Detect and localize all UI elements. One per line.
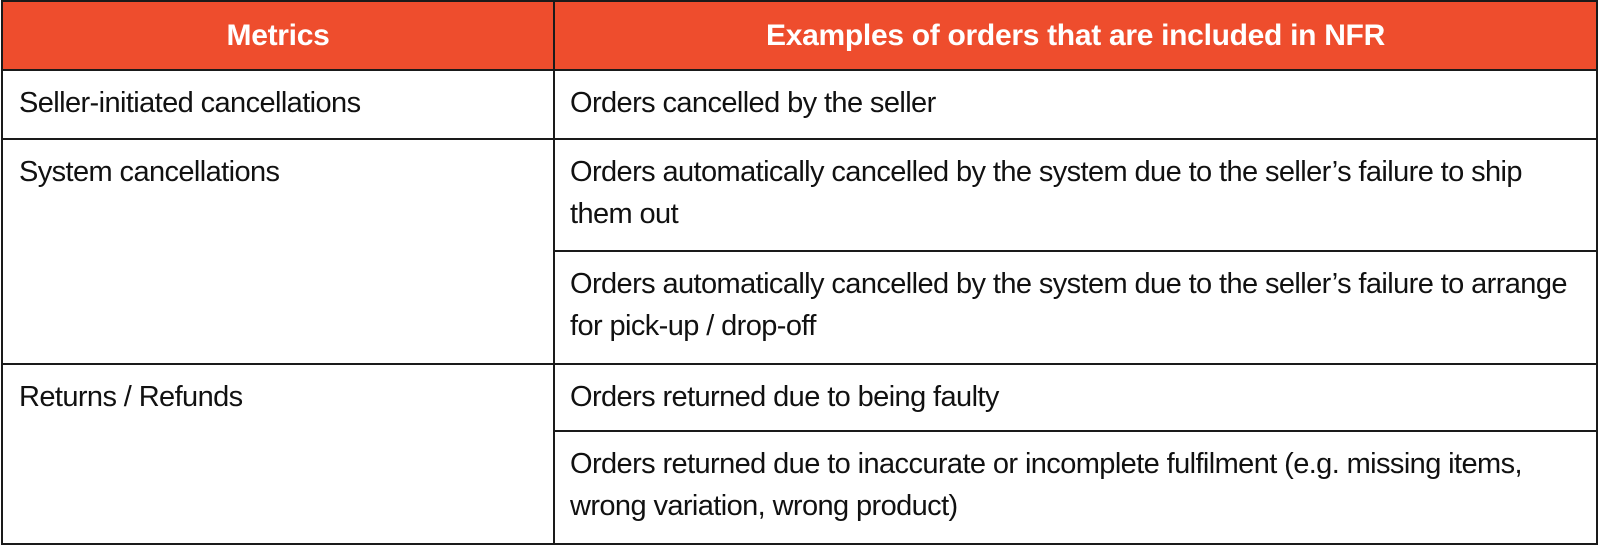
metric-seller-initiated-cancellations: Seller-initiated cancellations [1,69,555,140]
metric-returns-refunds: Returns / Refunds [1,363,555,545]
example-cell: Orders returned due to inaccurate or inc… [553,430,1598,545]
table-header-row: Metrics Examples of orders that are incl… [1,0,1598,71]
header-examples: Examples of orders that are included in … [553,0,1598,71]
example-cell: Orders automatically cancelled by the sy… [553,138,1598,252]
example-cell: Orders returned due to being faulty [553,363,1598,432]
example-cell: Orders cancelled by the seller [553,69,1598,140]
table-row: Returns / Refunds Orders returned due to… [1,363,1598,545]
table-row: Orders returned due to inaccurate or inc… [2,430,1598,545]
example-cell: Orders automatically cancelled by the sy… [553,250,1598,365]
table-row: Seller-initiated cancellations Orders ca… [1,69,1598,140]
table-row: System cancellations Orders automaticall… [1,138,1598,365]
metric-system-cancellations: System cancellations [1,138,555,365]
table-row: Orders automatically cancelled by the sy… [2,250,1598,365]
header-metrics: Metrics [1,0,555,71]
